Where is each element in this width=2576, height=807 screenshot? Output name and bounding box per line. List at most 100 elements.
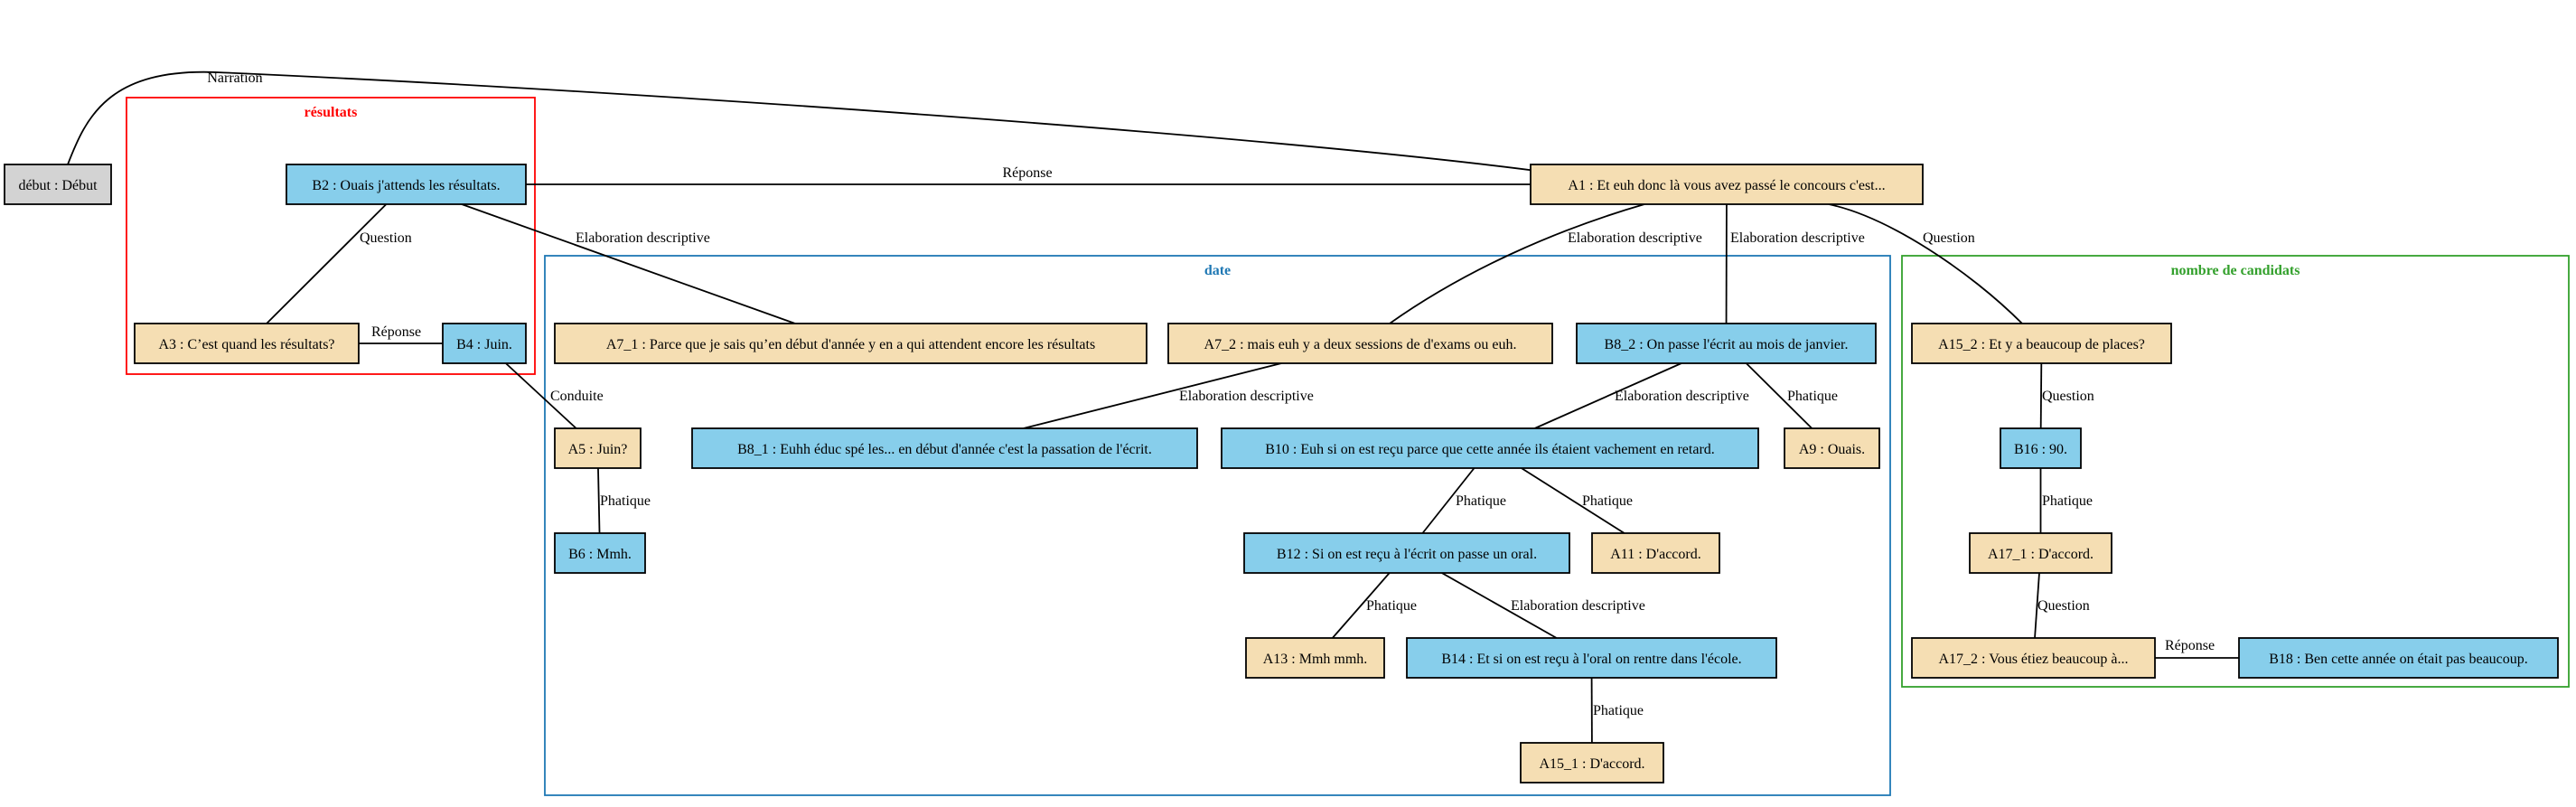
edge-label-a1-to-a7-2: Elaboration descriptive <box>1568 230 1702 246</box>
edge-label-a17-2-to-b18: Réponse <box>2165 638 2215 653</box>
node-box-a1 <box>1530 164 1924 205</box>
edge-b10-to-a11 <box>1521 467 1625 534</box>
edge-b12-to-b14 <box>1441 572 1558 639</box>
node-b12[interactable]: B12 : Si on est reçu à l'écrit on passe … <box>1243 532 1570 574</box>
node-debut[interactable]: début : Début <box>4 164 112 205</box>
node-label-a11: A11 : D'accord. <box>1610 547 1700 562</box>
edge-label-a7-2-to-b8-1: Elaboration descriptive <box>1179 389 1314 404</box>
node-a15-1[interactable]: A15_1 : D'accord. <box>1520 742 1664 784</box>
node-b2[interactable]: B2 : Ouais j'attends les résultats. <box>286 164 527 205</box>
node-label-b8-1: B8_1 : Euhh éduc spé les... en début d'a… <box>737 442 1152 457</box>
edge-debut-to-a1 <box>67 70 1537 172</box>
node-box-a15-1 <box>1520 742 1664 784</box>
cluster-date <box>544 255 1891 796</box>
node-a13[interactable]: A13 : Mmh mmh. <box>1245 637 1385 679</box>
edge-label-b12-to-b14: Elaboration descriptive <box>1511 598 1645 614</box>
node-box-a9 <box>1784 427 1880 469</box>
node-a17-1[interactable]: A17_1 : D'accord. <box>1969 532 2112 574</box>
node-label-a17-1: A17_1 : D'accord. <box>1988 547 2094 562</box>
node-a3[interactable]: A3 : C’est quand les résultats? <box>134 323 360 364</box>
edge-b8-2-to-b10 <box>1534 362 1682 429</box>
node-box-b8-2 <box>1576 323 1877 364</box>
node-a1[interactable]: A1 : Et euh donc là vous avez passé le c… <box>1530 164 1924 205</box>
node-box-debut <box>4 164 112 205</box>
node-label-a13: A13 : Mmh mmh. <box>1263 652 1368 667</box>
node-box-a11 <box>1591 532 1720 574</box>
node-b14[interactable]: B14 : Et si on est reçu à l'oral on rent… <box>1406 637 1777 679</box>
edge-label-b14-to-a15-1: Phatique <box>1593 703 1644 718</box>
node-a7-1[interactable]: A7_1 : Parce que je sais qu’en début d'a… <box>554 323 1147 364</box>
node-box-a17-1 <box>1969 532 2112 574</box>
edge-label-b8-2-to-a9: Phatique <box>1787 389 1838 404</box>
cluster-candidats <box>1901 255 2570 688</box>
edge-label-a5-to-b6: Phatique <box>600 493 651 509</box>
edge-a15-2-to-b16 <box>2039 362 2043 429</box>
node-label-b4: B4 : Juin. <box>456 337 512 352</box>
node-box-b8-1 <box>691 427 1198 469</box>
edge-b2-to-a7-1 <box>461 203 796 324</box>
node-b8-1[interactable]: B8_1 : Euhh éduc spé les... en début d'a… <box>691 427 1198 469</box>
node-box-b16 <box>2000 427 2082 469</box>
node-label-a9: A9 : Ouais. <box>1799 442 1865 457</box>
node-label-a7-1: A7_1 : Parce que je sais qu’en début d'a… <box>606 337 1095 352</box>
edge-layer <box>67 70 2239 744</box>
node-label-b16: B16 : 90. <box>2014 442 2067 457</box>
node-box-a5 <box>554 427 642 469</box>
edge-b10-to-b12 <box>1421 467 1475 534</box>
node-b10[interactable]: B10 : Euh si on est reçu parce que cette… <box>1221 427 1759 469</box>
node-a11[interactable]: A11 : D'accord. <box>1591 532 1720 574</box>
node-box-b18 <box>2238 637 2559 679</box>
node-a9[interactable]: A9 : Ouais. <box>1784 427 1880 469</box>
node-box-a3 <box>134 323 360 364</box>
node-label-a1: A1 : Et euh donc là vous avez passé le c… <box>1568 178 1885 193</box>
edge-label-a17-1-to-a17-2: Question <box>2037 598 2090 614</box>
node-label-b18: B18 : Ben cette année on était pas beauc… <box>2269 652 2528 667</box>
node-b8-2[interactable]: B8_2 : On passe l'écrit au mois de janvi… <box>1576 323 1877 364</box>
edge-label-b10-to-a11: Phatique <box>1582 493 1633 509</box>
node-box-a15-2 <box>1911 323 2172 364</box>
node-b18[interactable]: B18 : Ben cette année on était pas beauc… <box>2238 637 2559 679</box>
node-label-b2: B2 : Ouais j'attends les résultats. <box>312 178 500 193</box>
node-b16[interactable]: B16 : 90. <box>2000 427 2082 469</box>
node-label-a15-2: A15_2 : Et y a beaucoup de places? <box>1938 337 2145 352</box>
cluster-label-date: date <box>1204 263 1231 278</box>
node-a5[interactable]: A5 : Juin? <box>554 427 642 469</box>
node-box-a7-2 <box>1167 323 1553 364</box>
node-label-debut: début : Début <box>18 178 98 193</box>
node-label-a7-2: A7_2 : mais euh y a deux sessions de d'e… <box>1204 337 1517 352</box>
edge-label-a1-to-a15-2: Question <box>1923 230 1975 246</box>
node-box-a17-2 <box>1911 637 2156 679</box>
node-label-a5: A5 : Juin? <box>568 442 628 457</box>
node-box-b2 <box>286 164 527 205</box>
node-a17-2[interactable]: A17_2 : Vous étiez beaucoup à... <box>1911 637 2156 679</box>
cluster-resultats <box>126 97 536 375</box>
node-box-b12 <box>1243 532 1570 574</box>
node-a15-2[interactable]: A15_2 : Et y a beaucoup de places? <box>1911 323 2172 364</box>
edge-label-b16-to-a17-1: Phatique <box>2042 493 2093 509</box>
edge-a1-to-a15-2 <box>1828 203 2023 324</box>
node-layer: début : Début B2 : Ouais j'attends les ré… <box>4 164 2559 784</box>
edge-label-b2-to-a1: Réponse <box>1002 165 1052 181</box>
edge-b8-2-to-a9 <box>1746 362 1813 429</box>
node-label-b14: B14 : Et si on est reçu à l'oral on rent… <box>1441 652 1741 667</box>
node-b4[interactable]: B4 : Juin. <box>442 323 527 364</box>
node-b6[interactable]: B6 : Mmh. <box>554 532 646 574</box>
node-box-b14 <box>1406 637 1777 679</box>
node-label-b8-2: B8_2 : On passe l'écrit au mois de janvi… <box>1605 337 1849 352</box>
cluster-layer: résultats date nombre de candidats <box>126 97 2570 796</box>
cluster-label-candidats: nombre de candidats <box>2171 263 2300 278</box>
cluster-label-resultats: résultats <box>304 105 358 120</box>
edge-label-b12-to-a13: Phatique <box>1366 598 1417 614</box>
edge-a7-2-to-b8-1 <box>1023 362 1282 429</box>
edge-b4-to-a5 <box>505 362 577 429</box>
edge-b2-to-a3 <box>266 203 388 324</box>
node-label-b6: B6 : Mmh. <box>568 547 632 562</box>
node-label-a3: A3 : C’est quand les résultats? <box>158 337 334 352</box>
node-label-a17-2: A17_2 : Vous étiez beaucoup à... <box>1938 652 2128 667</box>
edge-label-b4-to-a5: Conduite <box>550 389 604 404</box>
edge-label-b10-to-b12: Phatique <box>1456 493 1506 509</box>
node-a7-2[interactable]: A7_2 : mais euh y a deux sessions de d'e… <box>1167 323 1553 364</box>
node-box-a13 <box>1245 637 1385 679</box>
node-box-b4 <box>442 323 527 364</box>
